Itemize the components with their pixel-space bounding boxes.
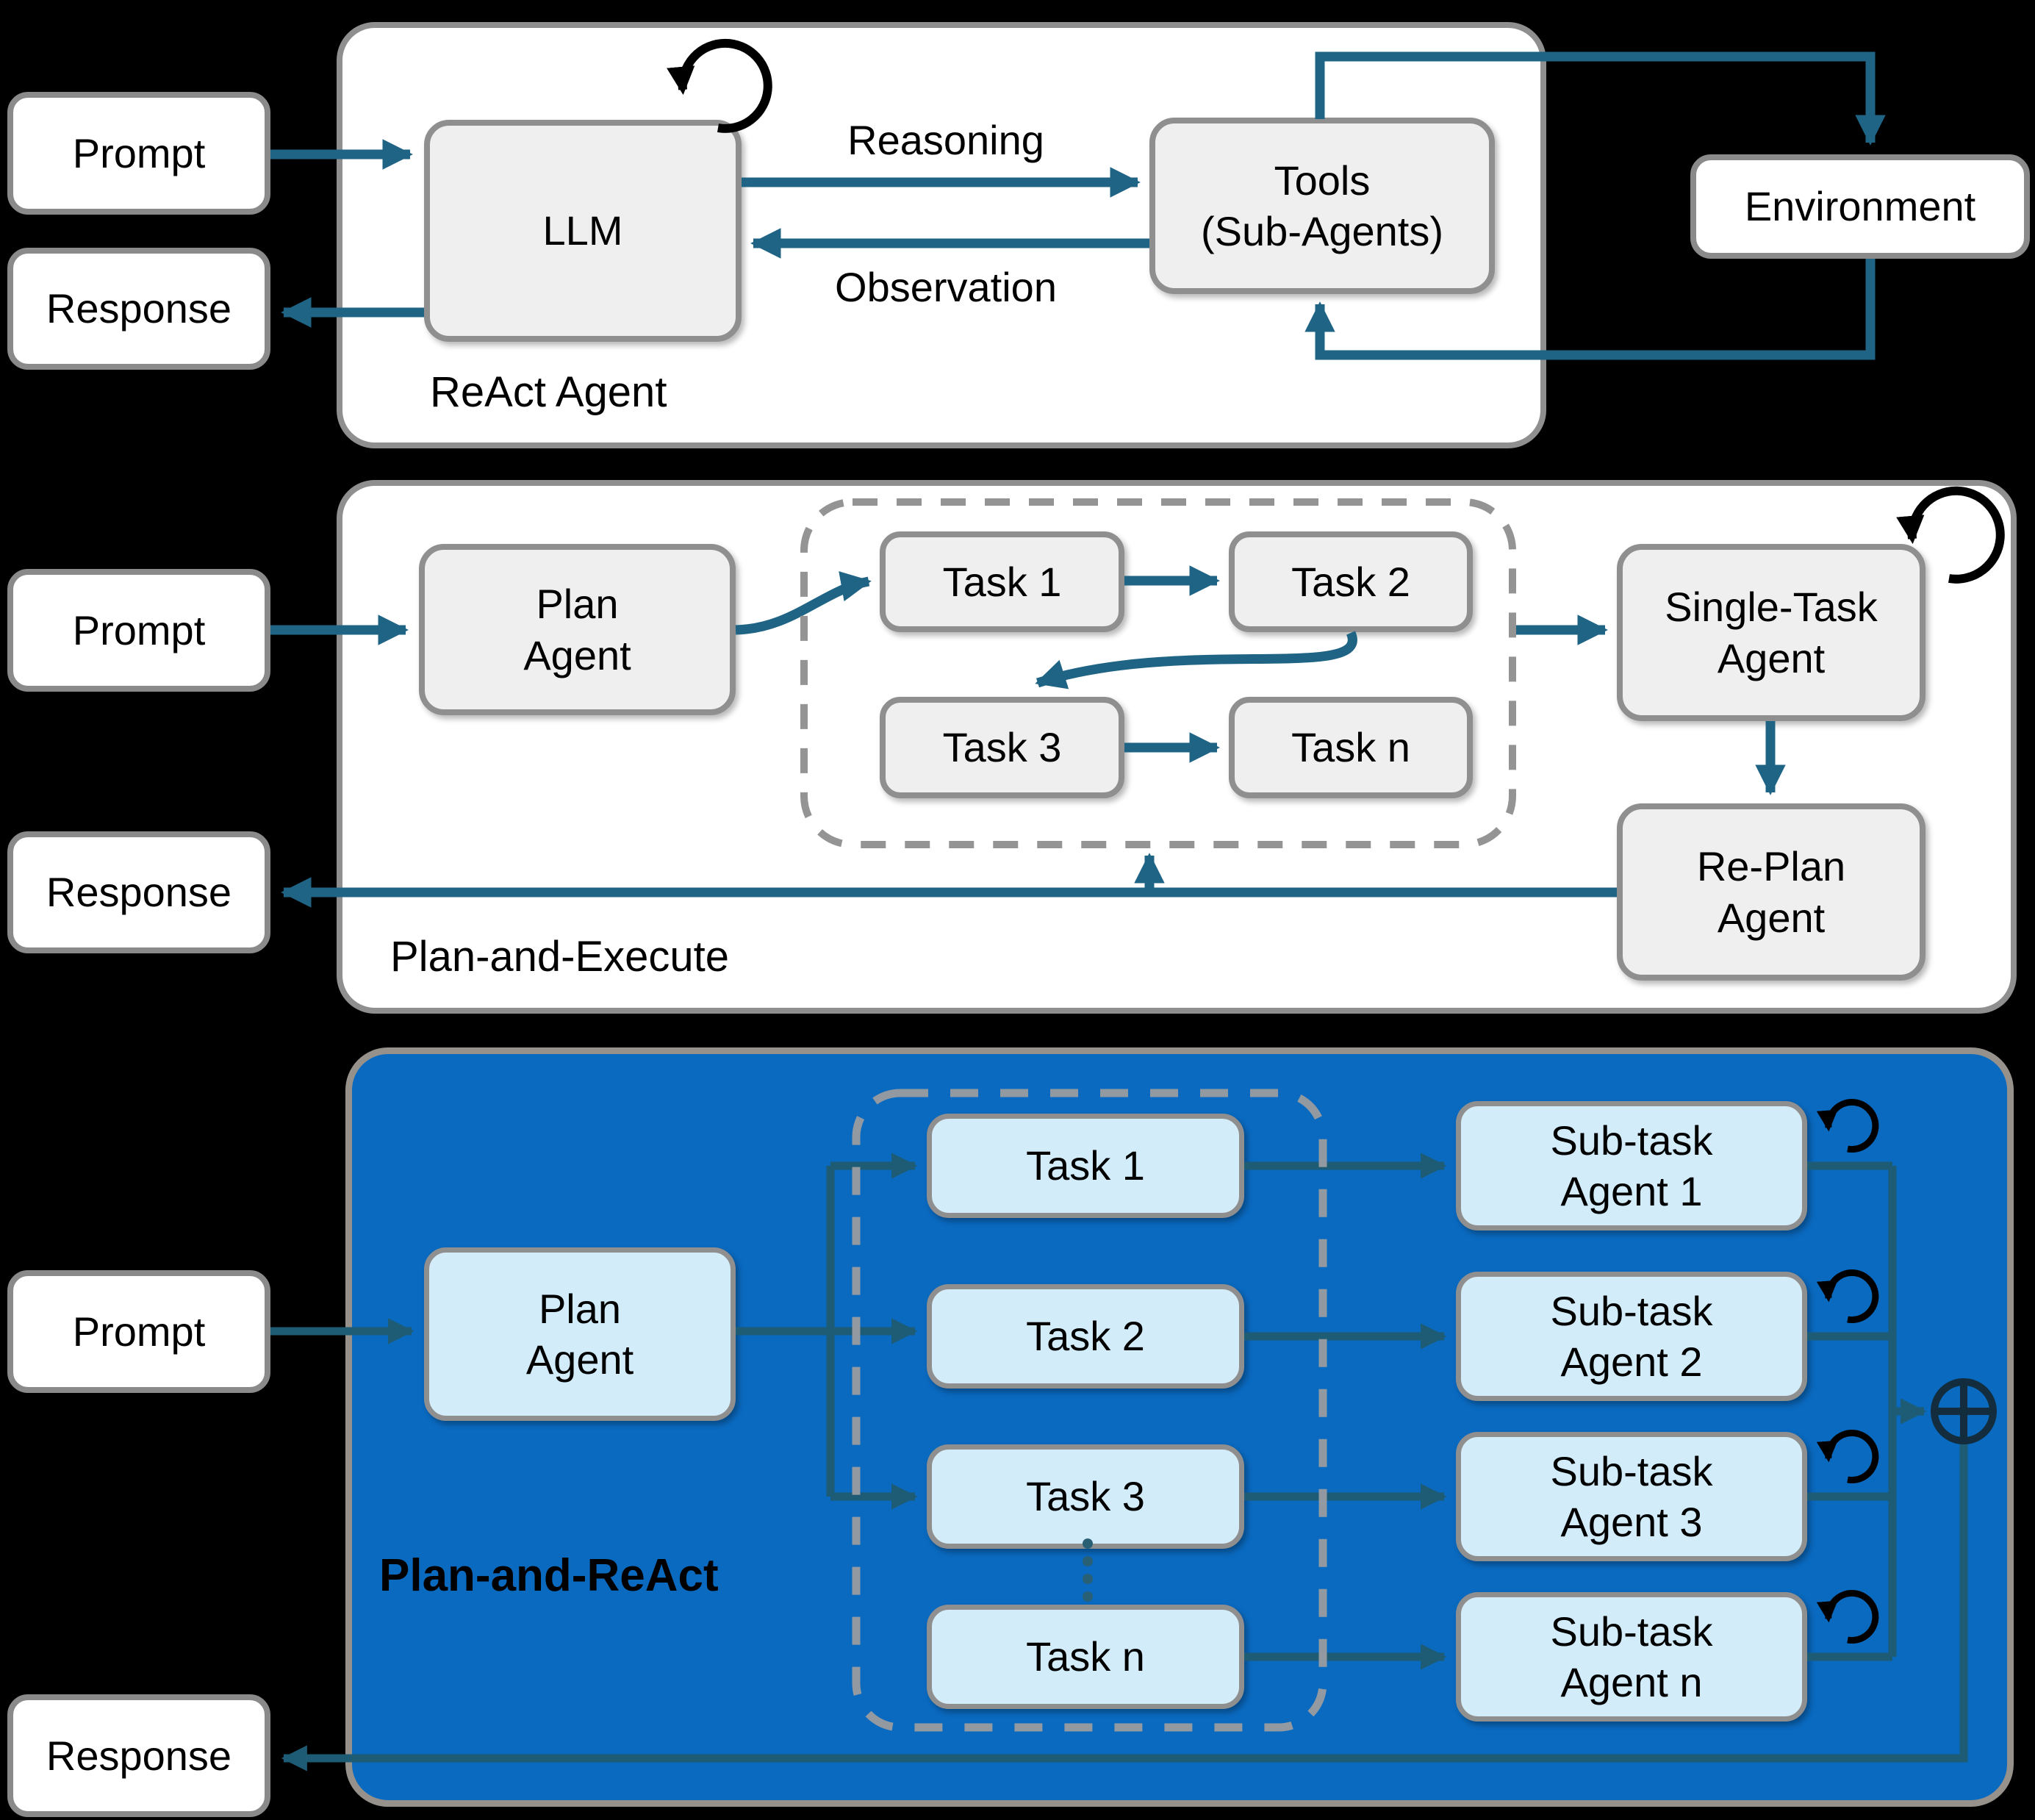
pe-task-2-label: Task 2 bbox=[1291, 558, 1410, 605]
subtask-agent-3-line2: Agent 3 bbox=[1560, 1499, 1703, 1545]
pe-task-1-box: Task 1 bbox=[880, 531, 1124, 632]
observation-label: Observation bbox=[835, 264, 1057, 310]
subtask-agent-n-line2: Agent n bbox=[1560, 1659, 1703, 1705]
subtask-agent-3-box: Sub-task Agent 3 bbox=[1456, 1432, 1807, 1561]
pe-plan-agent-line1: Plan bbox=[536, 581, 619, 628]
pr-plan-agent-line1: Plan bbox=[538, 1285, 622, 1332]
tools-label-line1: Tools bbox=[1274, 157, 1371, 204]
single-task-agent-line1: Single-Task bbox=[1665, 584, 1878, 631]
pe-task-3-box: Task 3 bbox=[880, 697, 1124, 798]
environment-label: Environment bbox=[1744, 183, 1976, 230]
pr-task-1-label: Task 1 bbox=[1026, 1142, 1145, 1189]
pr-response-label: Response bbox=[46, 1732, 232, 1779]
plan-execute-panel-title: Plan-and-Execute bbox=[390, 933, 730, 981]
pe-task-1-label: Task 1 bbox=[942, 558, 1062, 605]
subtask-agent-2-line2: Agent 2 bbox=[1560, 1339, 1703, 1385]
react-prompt-label: Prompt bbox=[72, 129, 206, 176]
pe-task-n-label: Task n bbox=[1291, 724, 1410, 771]
pr-task-n-label: Task n bbox=[1026, 1633, 1145, 1680]
pr-task-2-label: Task 2 bbox=[1026, 1313, 1145, 1360]
pe-task-3-label: Task 3 bbox=[942, 724, 1062, 771]
llm-label: LLM bbox=[542, 207, 623, 254]
plan-react-panel-title: Plan-and-ReAct bbox=[379, 1550, 719, 1601]
pr-task-2-box: Task 2 bbox=[927, 1284, 1244, 1389]
react-response-box: Response bbox=[7, 248, 270, 370]
llm-box: LLM bbox=[424, 120, 742, 342]
environment-box: Environment bbox=[1690, 154, 2030, 259]
pr-plan-agent-line2: Agent bbox=[525, 1336, 634, 1383]
single-task-agent-box: Single-Task Agent bbox=[1617, 544, 1925, 721]
pe-task-2-box: Task 2 bbox=[1229, 531, 1473, 632]
subtask-agent-n-box: Sub-task Agent n bbox=[1456, 1592, 1807, 1722]
subtask-agent-1-line2: Agent 1 bbox=[1560, 1168, 1703, 1214]
pe-task-n-box: Task n bbox=[1229, 697, 1473, 798]
react-panel-title: ReAct Agent bbox=[430, 368, 667, 416]
tools-label-line2: (Sub-Agents) bbox=[1201, 208, 1443, 254]
subtask-agent-2-line1: Sub-task bbox=[1550, 1287, 1713, 1334]
pr-prompt-label: Prompt bbox=[72, 1308, 206, 1355]
tools-box: Tools (Sub-Agents) bbox=[1149, 118, 1495, 294]
pe-prompt-label: Prompt bbox=[72, 606, 206, 653]
pr-task-3-label: Task 3 bbox=[1026, 1473, 1145, 1520]
react-response-label: Response bbox=[46, 285, 232, 332]
react-prompt-box: Prompt bbox=[7, 92, 270, 215]
pr-task-3-box: Task 3 bbox=[927, 1444, 1244, 1549]
pr-response-box: Response bbox=[7, 1694, 270, 1817]
replan-agent-line2: Agent bbox=[1717, 894, 1826, 941]
pr-plan-agent-box: Plan Agent bbox=[424, 1247, 736, 1421]
subtask-agent-n-line1: Sub-task bbox=[1550, 1608, 1713, 1655]
subtask-agent-2-box: Sub-task Agent 2 bbox=[1456, 1272, 1807, 1401]
pe-plan-agent-line2: Agent bbox=[523, 631, 631, 678]
pe-response-box: Response bbox=[7, 831, 270, 953]
subtask-agent-1-box: Sub-task Agent 1 bbox=[1456, 1101, 1807, 1230]
single-task-agent-line2: Agent bbox=[1717, 634, 1826, 681]
pe-prompt-box: Prompt bbox=[7, 569, 270, 692]
pe-response-label: Response bbox=[46, 869, 232, 916]
pr-task-1-box: Task 1 bbox=[927, 1114, 1244, 1218]
subtask-agent-3-line1: Sub-task bbox=[1550, 1447, 1713, 1494]
replan-agent-line1: Re-Plan bbox=[1696, 843, 1846, 890]
subtask-agent-1-line1: Sub-task bbox=[1550, 1117, 1713, 1164]
pr-task-n-box: Task n bbox=[927, 1605, 1244, 1709]
pe-plan-agent-box: Plan Agent bbox=[419, 544, 736, 715]
replan-agent-box: Re-Plan Agent bbox=[1617, 803, 1925, 981]
reasoning-label: Reasoning bbox=[847, 117, 1044, 163]
pr-prompt-box: Prompt bbox=[7, 1270, 270, 1393]
